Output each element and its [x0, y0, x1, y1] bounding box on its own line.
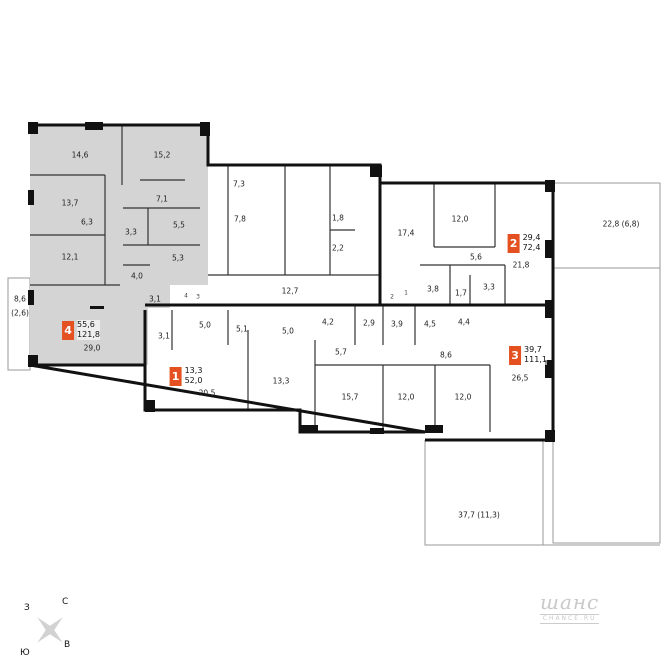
room-area: 12,0: [397, 392, 415, 402]
logo-subtext: CHANCE.RU: [540, 614, 600, 624]
apartment-number: 2: [507, 233, 520, 253]
room-area: 15,2: [153, 150, 171, 160]
room-area: 5,1: [236, 324, 248, 334]
apartment-number: 3: [509, 345, 522, 365]
compass-icon: [37, 617, 63, 643]
room-area: 3,3: [125, 227, 137, 237]
balcony-reduced-area: (2,6): [11, 308, 29, 318]
room-area: 26,5: [511, 373, 529, 383]
door-number: 1: [404, 289, 408, 297]
door-number: 3: [196, 293, 200, 301]
door-number: 4: [184, 292, 188, 300]
wall-pillars: [28, 122, 555, 442]
door-number: 2: [390, 293, 394, 301]
compass-north: С: [62, 597, 69, 607]
balcony-area: 8,6: [14, 294, 26, 304]
compass-east: В: [64, 640, 71, 650]
room-area: 5,6: [470, 252, 482, 262]
total-area: 121,8: [77, 330, 100, 339]
room-area: 5,7: [335, 347, 347, 357]
room-area: 3,8: [427, 284, 439, 294]
room-area: 15,7: [341, 392, 359, 402]
compass-west: З: [24, 603, 30, 613]
room-area: 3,9: [391, 319, 403, 329]
room-area: 12,0: [451, 214, 469, 224]
room-area: 5,0: [282, 326, 294, 336]
room-area: 13,7: [61, 198, 79, 208]
logo-watermark: шанс CHANCE.RU: [540, 590, 600, 624]
room-area: 21,8: [512, 260, 530, 270]
room-area: 5,0: [199, 320, 211, 330]
apartment-number: 4: [62, 320, 75, 340]
room-area: 12,7: [281, 286, 299, 296]
compass-south: Ю: [20, 648, 30, 658]
room-area: 12,0: [454, 392, 472, 402]
room-area: 14,6: [71, 150, 89, 160]
room-area: 6,3: [81, 217, 93, 227]
living-area: 55,6: [77, 320, 95, 329]
total-area: 111,1: [524, 355, 547, 364]
room-area: 17,4: [397, 228, 415, 238]
room-area: 5,3: [172, 253, 184, 263]
room-area: 4,0: [131, 271, 143, 281]
room-area: 8,6: [440, 350, 452, 360]
total-area: 52,0: [184, 376, 203, 385]
total-area: 72,4: [522, 243, 541, 252]
apartment-number: 1: [169, 366, 182, 386]
terrace-area: 37,7 (11,3): [458, 510, 500, 520]
room-area: 2,9: [363, 318, 375, 328]
room-area: 13,3: [272, 376, 290, 386]
balcony-outline: [7, 277, 31, 371]
room-area: 7,3: [233, 179, 245, 189]
room-area: 3,1: [158, 331, 170, 341]
room-area: 3,3: [483, 282, 495, 292]
room-area: 4,4: [458, 317, 470, 327]
room-area: 1,8: [332, 213, 344, 223]
room-area: 1,7: [455, 288, 467, 298]
terrace-area: 22,8 (6,8): [602, 219, 640, 229]
terraces: [7, 182, 661, 546]
living-area: 39,7: [524, 345, 542, 354]
room-area: 7,8: [234, 214, 246, 224]
room-area: 7,1: [156, 194, 168, 204]
logo-text: шанс: [540, 590, 600, 614]
room-area: 5,5: [173, 220, 185, 230]
room-area: 3,1: [149, 294, 161, 304]
room-area: 12,1: [61, 252, 79, 262]
living-area: 29,4: [522, 233, 541, 242]
room-area: 20,5: [198, 388, 216, 398]
room-area: 2,2: [332, 243, 344, 253]
living-area: 13,3: [184, 366, 203, 375]
room-area: 4,2: [322, 317, 334, 327]
room-area: 4,5: [424, 319, 436, 329]
room-area: 29,0: [83, 343, 101, 353]
